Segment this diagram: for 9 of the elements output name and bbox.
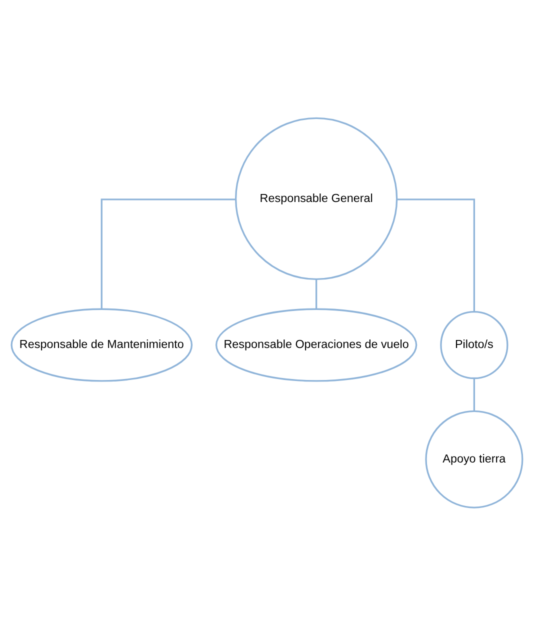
node-circle: Responsable General bbox=[234, 116, 398, 280]
node-circle: Apoyo tierra bbox=[425, 410, 524, 508]
node-ellipse: Responsable Operaciones de vuelo bbox=[215, 308, 418, 382]
node-ellipse: Responsable de Mantenimiento bbox=[10, 308, 193, 382]
connector bbox=[396, 198, 476, 312]
connector bbox=[100, 198, 236, 309]
connector bbox=[473, 378, 476, 410]
node-circle: Piloto/s bbox=[440, 310, 508, 379]
connector bbox=[315, 278, 318, 308]
